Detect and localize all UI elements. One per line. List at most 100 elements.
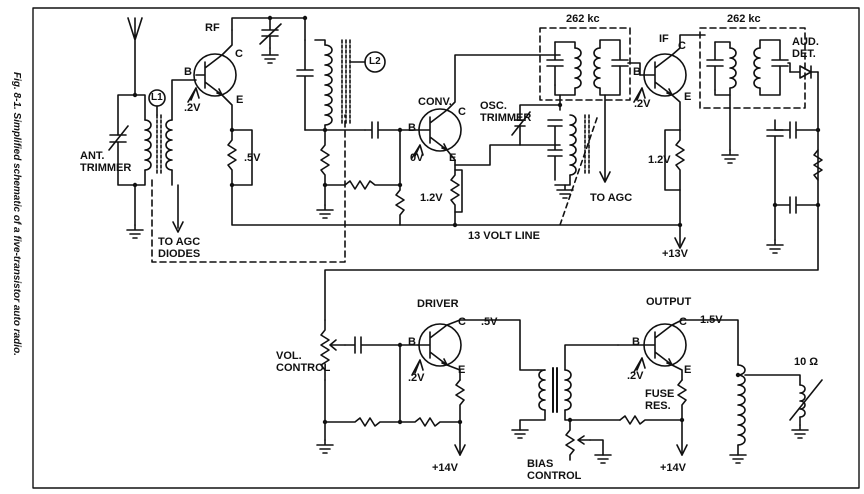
- osc-core: [584, 114, 590, 176]
- output-b-label: B: [632, 336, 640, 348]
- l2-coil: [314, 39, 333, 131]
- rf-e-label: E: [236, 94, 244, 106]
- if-label: IF: [659, 33, 669, 45]
- rf-bias-label: .2V: [184, 102, 201, 114]
- rf-coupling-capacitor: [364, 121, 416, 139]
- if-bias-arrow-icon: [633, 87, 646, 103]
- driver-bias-label: .2V: [408, 372, 425, 384]
- if1-frequency-label: 262 kc: [566, 13, 600, 25]
- ground-icon: [316, 204, 334, 219]
- det-filter-capacitor-1: [766, 119, 819, 206]
- osc-coil: [554, 114, 577, 186]
- agc-dashed-loop: [151, 114, 346, 263]
- conv-c-label: C: [458, 106, 466, 118]
- to-agc-line: [599, 94, 611, 183]
- if1-secondary-coil: [593, 39, 629, 96]
- rf-emitter-voltage: .5V: [244, 152, 261, 164]
- ground-icon: [594, 454, 612, 464]
- rf-c-label: C: [235, 48, 243, 60]
- osc-dashed-link: [559, 117, 598, 226]
- ground-icon: [766, 239, 784, 254]
- output-14v-arrow-icon: [676, 444, 688, 456]
- if1-can: [539, 27, 631, 101]
- conv-emitter-resistor: [450, 164, 463, 226]
- if2-frequency-label: 262 kc: [727, 13, 761, 25]
- 13v-arrow-icon: [674, 237, 686, 249]
- driver-b-label: B: [408, 336, 416, 348]
- if2-output: [787, 62, 791, 73]
- rf-label: RF: [205, 22, 220, 34]
- aud-det-diode: [789, 65, 819, 79]
- driver-collector-voltage: .5V: [481, 316, 498, 328]
- if-transistor-symbol: [639, 34, 706, 131]
- driver-c-label: C: [458, 316, 466, 328]
- driver-transistor-symbol: [417, 319, 539, 381]
- if-e-label: E: [684, 91, 692, 103]
- conv-label: CONV.: [418, 96, 452, 108]
- output-label: OUTPUT: [646, 296, 692, 308]
- ground-icon: [126, 224, 144, 239]
- aud-det-label: AUD. DET.: [792, 36, 819, 60]
- conv-emitter-line: [446, 144, 561, 166]
- driver-e-label: E: [458, 364, 466, 376]
- driver-label: DRIVER: [417, 298, 459, 310]
- conv-bias-arrow-icon: [411, 144, 424, 159]
- output-bias-label: .2V: [627, 370, 644, 382]
- driver-emitter-resistor: [455, 379, 465, 456]
- det-filter-capacitor-2: [774, 196, 819, 241]
- speaker-impedance-label: 10 Ω: [794, 356, 819, 368]
- antenna-trimmer-capacitor: [108, 94, 136, 186]
- ground-icon: [729, 454, 747, 464]
- agc-diodes-label: TO AGC DIODES: [158, 236, 201, 260]
- l1-label: L1: [151, 92, 163, 103]
- driver-bias-arrow-icon: [411, 359, 424, 376]
- conv-b-label: B: [408, 122, 416, 134]
- if2-secondary-coil: [753, 39, 789, 96]
- if2-tank-capacitor: [706, 41, 724, 91]
- junction-dots: [132, 15, 821, 425]
- osc-trimmer-label: OSC. TRIMMER: [480, 100, 532, 124]
- speaker-feed: [744, 374, 801, 386]
- output-c-label: C: [679, 316, 687, 328]
- conv-bias-label: 0V: [410, 152, 424, 164]
- agc-arrow-icon: [172, 221, 184, 233]
- ground-icon: [721, 149, 739, 164]
- output-bias-resistor: [619, 415, 683, 425]
- l2-label: L2: [369, 56, 381, 67]
- det-load-resistor: [813, 149, 823, 181]
- if-c-label: C: [678, 40, 686, 52]
- if-emitter-voltage: 1.2V: [648, 154, 671, 166]
- conv-e-label: E: [449, 152, 457, 164]
- conv-emitter-voltage: 1.2V: [420, 192, 443, 204]
- ground-icon: [316, 439, 334, 454]
- rf-b-label: B: [184, 66, 192, 78]
- output-e-label: E: [684, 364, 692, 376]
- supply-13v-label: +13V: [662, 248, 688, 260]
- to-agc-label: TO AGC: [590, 192, 633, 204]
- 13v-line-label: 13 VOLT LINE: [468, 230, 540, 242]
- driver-14v-arrow-icon: [454, 444, 466, 456]
- driver-transformer: [519, 344, 621, 431]
- if1-primary-coil: [554, 41, 582, 96]
- if1-tank-capacitor: [546, 41, 564, 86]
- rf-decoupling-resistor: [320, 129, 330, 206]
- bias-control-potentiometer: [565, 419, 604, 461]
- volume-control-potentiometer: [320, 319, 346, 381]
- if-emitter-resistor: [664, 129, 685, 191]
- vol-control-label: VOL. CONTROL: [276, 350, 331, 374]
- ant-trimmer-label: ANT. TRIMMER: [80, 150, 132, 174]
- if-b-label: B: [633, 66, 641, 78]
- l1-primary-coil: [134, 94, 152, 226]
- output-transistor-symbol: [617, 319, 739, 381]
- supply-14v-driver-label: +14V: [432, 462, 458, 474]
- speaker-coil-icon: [789, 379, 823, 426]
- rf-transistor-symbol: [193, 29, 237, 131]
- conv-transistor-symbol: [414, 54, 561, 152]
- rf-bias-arrow-icon: [187, 87, 200, 103]
- bias-control-label: BIAS CONTROL: [527, 458, 582, 482]
- if-bias-label: .2V: [634, 98, 651, 110]
- schematic-frame: [32, 7, 860, 489]
- supply-14v-output-label: +14V: [660, 462, 686, 474]
- rf-tank-capacitor: [296, 39, 314, 131]
- driver-coupling-capacitor: [344, 336, 419, 354]
